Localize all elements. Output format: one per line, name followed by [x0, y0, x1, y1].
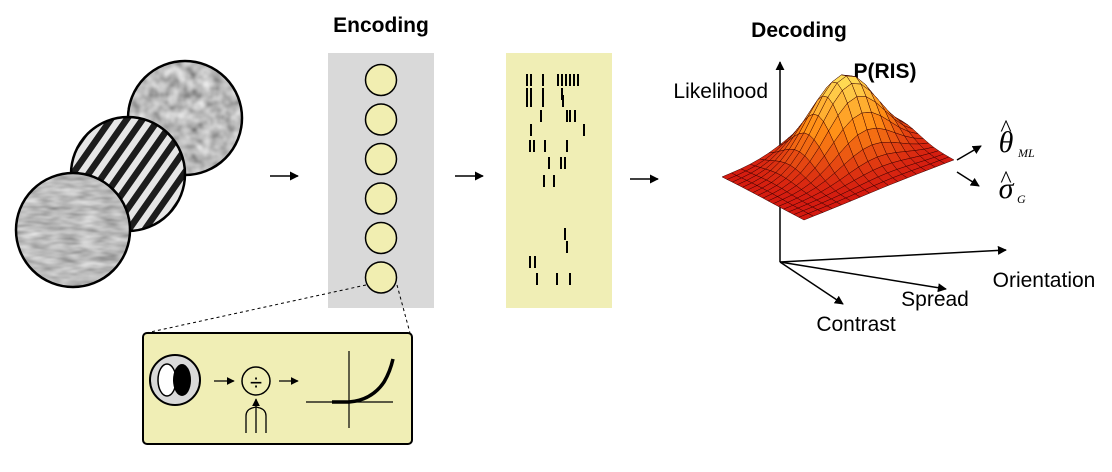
zoom-line-right [396, 284, 411, 334]
contrast-axis [779, 261, 844, 305]
spike-trains [526, 74, 585, 285]
spike-raster-panel [506, 53, 612, 308]
neuron-model-inset: ÷ [142, 332, 413, 445]
svg-text:^: ^ [1000, 167, 1011, 193]
theta-ml-estimate: ^ θ ML [999, 116, 1035, 160]
divisive-normalization-icon: ÷ [241, 366, 271, 396]
stimulus-noise-front [14, 171, 132, 289]
pooling-input-icon [245, 398, 267, 433]
zoom-line-left [145, 284, 367, 334]
neuron-2 [364, 103, 398, 136]
decoding-stage: Decoding P(RIS) Likelihood Orientation S… [673, 19, 1095, 336]
neuron-6 [364, 261, 398, 294]
svg-text:ML: ML [1017, 146, 1035, 160]
neuron-1 [364, 63, 398, 97]
arrow-to-theta-estimate [956, 145, 982, 161]
svg-text:G: G [1017, 192, 1026, 206]
contrast-axis-label: Contrast [816, 313, 896, 336]
svg-text:θ: θ [999, 126, 1014, 159]
neuron-4 [364, 182, 398, 215]
svg-text:σ: σ [999, 172, 1015, 205]
likelihood-surface [721, 74, 955, 221]
encoding-title: Encoding [333, 14, 429, 37]
svg-text:÷: ÷ [250, 370, 262, 395]
surface-facet [798, 213, 814, 221]
orientation-axis-label: Orientation [993, 269, 1096, 292]
orientation-axis [779, 245, 1007, 263]
likelihood-axis-label: Likelihood [673, 80, 768, 103]
arrow-to-sigma-estimate [956, 171, 980, 187]
svg-text:^: ^ [1000, 116, 1011, 142]
stimulus-stack [14, 59, 244, 289]
spread-axis-label: Spread [901, 288, 969, 311]
decoding-title: Decoding [751, 19, 847, 42]
nonlinearity-plot-icon [306, 351, 395, 428]
likelihood-distribution-label: P(RIS) [854, 60, 917, 83]
neuron-3 [364, 142, 398, 176]
sigma-g-estimate: ^ σ G [999, 167, 1026, 206]
encoding-stage: Encoding [328, 14, 434, 308]
neuron-5 [364, 221, 398, 255]
inset-panel [142, 332, 413, 445]
spike-raster [506, 53, 612, 308]
neuron-population [364, 63, 398, 294]
spread-axis [779, 261, 947, 293]
receptive-field-icon [149, 354, 201, 406]
